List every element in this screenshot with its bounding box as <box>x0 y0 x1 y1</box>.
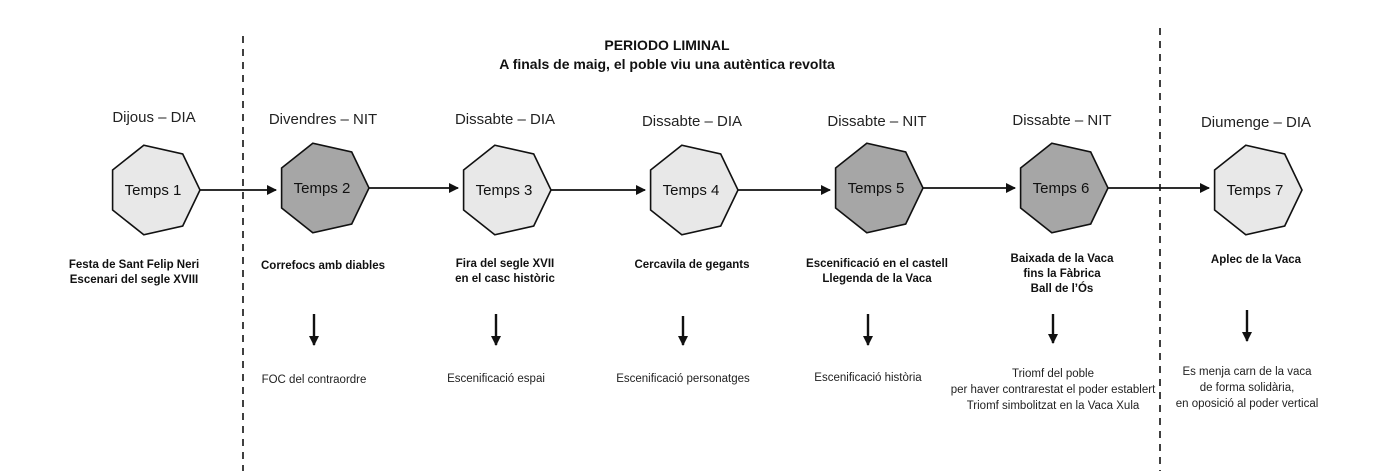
stage-heptagon <box>462 144 552 236</box>
stage-heptagon <box>649 144 739 236</box>
stage-node-label: Temps 2 <box>294 180 351 197</box>
stage-event-line: Correfocs amb diables <box>261 260 385 272</box>
stage-node-label: Temps 4 <box>663 182 720 199</box>
stage-event-line: Fira del segle XVII <box>456 258 554 270</box>
stage-day-label: Dissabte – NIT <box>1012 112 1111 129</box>
stage-event-line: Llegenda de la Vaca <box>822 273 932 285</box>
stage-heptagon <box>1213 144 1303 236</box>
stage-note-line: Es menja carn de la vaca <box>1182 366 1312 378</box>
stage-node-label: Temps 5 <box>848 180 905 197</box>
stage-event-line: Baixada de la Vaca <box>1011 253 1115 265</box>
stage-day-label: Dissabte – DIA <box>642 113 742 130</box>
stage-event-line: Escenari del segle XVIII <box>70 274 198 286</box>
stage-node-label: Temps 3 <box>476 182 533 199</box>
stage-day-label: Divendres – NIT <box>269 111 377 128</box>
stage-heptagon <box>834 142 924 234</box>
stage-7: Diumenge – DIA Temps 7 Aplec de la Vaca Es … <box>1176 114 1319 410</box>
stage-day-label: Dissabte – NIT <box>827 113 926 130</box>
stage-day-label: Dissabte – DIA <box>455 111 555 128</box>
stage-event-line: Escenificació en el castell <box>806 258 948 270</box>
stage-note-line: Triomf del poble <box>1012 368 1094 380</box>
stage-note-line: Escenificació història <box>814 372 922 384</box>
stage-1: Dijous – DIA Temps 1 Festa de Sant Felip N… <box>69 109 201 286</box>
stage-note-line: Escenificació personatges <box>616 373 750 385</box>
stage-event-line: fins la Fàbrica <box>1023 268 1101 280</box>
stage-note-line: per haver contrarestat el poder establer… <box>951 384 1156 396</box>
stage-event-line: Cercavila de gegants <box>634 259 749 271</box>
stage-2: Divendres – NIT Temps 2 Correfocs amb diab… <box>261 111 385 386</box>
period-subtitle: A finals de maig, el poble viu una autèn… <box>499 56 835 72</box>
period-title: PERIODO LIMINAL <box>604 37 730 53</box>
stage-event-line: Festa de Sant Felip Neri <box>69 259 199 271</box>
connectors <box>200 183 1210 195</box>
stage-note-line: Escenificació espai <box>447 373 545 385</box>
stage-event-line: Ball de l’Ós <box>1031 282 1094 295</box>
stage-note-line: de forma solidària, <box>1200 382 1295 394</box>
stage-heptagon <box>280 142 370 234</box>
stage-event-line: en el casc històric <box>455 273 555 285</box>
stages: Dijous – DIA Temps 1 Festa de Sant Felip N… <box>69 109 1318 412</box>
stage-day-label: Dijous – DIA <box>112 109 195 126</box>
stage-note-line: Triomf simbolitzat en la Vaca Xula <box>967 400 1140 412</box>
stage-heptagon <box>111 144 201 236</box>
stage-node-label: Temps 7 <box>1227 182 1284 199</box>
stage-3: Dissabte – DIA Temps 3 Fira del segle XVII… <box>447 111 555 385</box>
stage-6: Dissabte – NIT Temps 6 Baixada de la Vaca f… <box>951 112 1156 412</box>
stage-heptagon <box>1019 142 1109 234</box>
stage-event-line: Aplec de la Vaca <box>1211 254 1302 266</box>
stage-day-label: Diumenge – DIA <box>1201 114 1311 131</box>
stage-5: Dissabte – NIT Temps 5 Escenificació en el… <box>806 113 948 384</box>
stage-note-line: FOC del contraordre <box>262 374 367 386</box>
stage-4: Dissabte – DIA Temps 4 Cercavila de gegant… <box>616 113 750 385</box>
stage-node-label: Temps 1 <box>125 182 182 199</box>
stage-node-label: Temps 6 <box>1033 180 1090 197</box>
stage-note-line: en oposició al poder vertical <box>1176 398 1319 410</box>
